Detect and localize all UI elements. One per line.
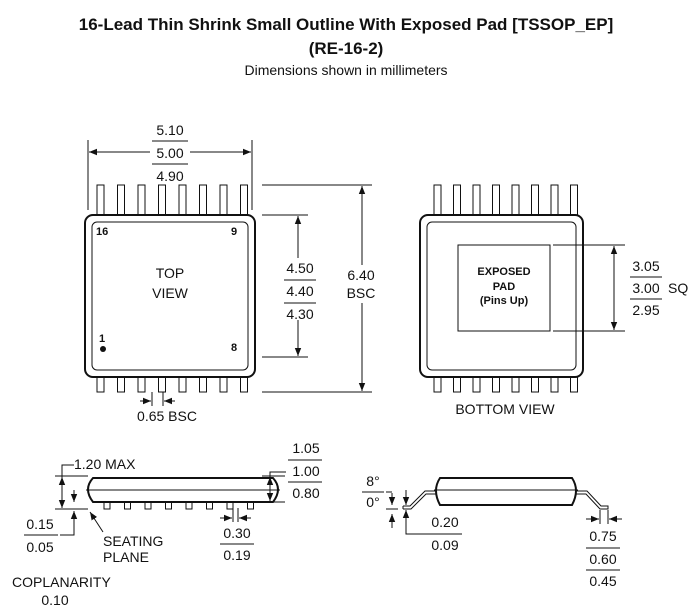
seating-label-2: PLANE [103, 549, 149, 565]
angle-max: 8° [366, 473, 379, 489]
top-body [84, 214, 256, 378]
pitch-label: 0.65 BSC [137, 408, 197, 424]
lead [472, 184, 481, 220]
top-view: 16 9 1 8 TOP VIEW 5.10 5.00 4.90 4.50 4.… [84, 122, 382, 424]
foot-max: 0.75 [589, 528, 616, 544]
foot-nom: 0.60 [589, 551, 616, 567]
top-label: TOP [156, 265, 185, 281]
pin16-label: 16 [96, 226, 108, 238]
pad-nom: 3.00 [632, 280, 659, 296]
pad-label-1: EXPOSED [477, 266, 530, 278]
lead [137, 184, 146, 220]
lead [453, 184, 461, 220]
standoff-min: 0.05 [26, 539, 53, 555]
lead [158, 184, 166, 220]
lead-width-min: 0.19 [223, 547, 250, 563]
lead [117, 184, 125, 220]
lead-thickness-min: 0.09 [431, 537, 458, 553]
pin1-dot [100, 346, 106, 352]
thickness-min: 0.80 [292, 485, 319, 501]
bottom-body [419, 214, 584, 378]
pin1-label: 1 [99, 333, 105, 345]
pin8-label: 8 [231, 342, 237, 354]
end-view: 8° 0° 0.20 0.09 0.75 0.60 0.45 [362, 473, 622, 589]
lead [96, 184, 105, 220]
standoff-max: 0.15 [26, 516, 53, 532]
lead [550, 184, 559, 220]
lead [178, 184, 187, 220]
lead-width-max: 0.30 [223, 525, 250, 541]
lead [433, 184, 442, 220]
thickness-nom: 1.00 [292, 463, 319, 479]
body-height-max: 4.50 [286, 260, 313, 276]
lead [240, 184, 248, 220]
bottom-view: EXPOSED PAD (Pins Up) 3.05 3.00 SQ 2.95 … [419, 184, 688, 417]
width-min: 4.90 [156, 168, 183, 184]
lead [492, 184, 500, 220]
body-height-nom: 4.40 [286, 283, 313, 299]
package-code: (RE-16-2) [309, 39, 384, 58]
subtitle: Dimensions shown in millimeters [244, 62, 447, 78]
total-height: 6.40 [347, 267, 374, 283]
lead [570, 184, 578, 220]
total-height-note: BSC [347, 285, 376, 301]
width-nom: 5.00 [156, 145, 183, 161]
lead [199, 184, 207, 220]
exposed-pad [457, 244, 551, 332]
pin9-label: 9 [231, 226, 237, 238]
pad-label-2: PAD [493, 281, 515, 293]
bottom-view-label: BOTTOM VIEW [455, 401, 555, 417]
lead [219, 184, 228, 220]
coplanarity-value: 0.10 [41, 592, 68, 608]
seating-label-1: SEATING [103, 533, 163, 549]
lead [531, 184, 539, 220]
title: 16-Lead Thin Shrink Small Outline With E… [79, 15, 614, 34]
max-height-label: 1.20 MAX [74, 456, 136, 472]
thickness-max: 1.05 [292, 440, 319, 456]
side-view: 1.20 MAX 0.15 0.05 SEATING PLANE 1.05 1.… [12, 440, 322, 608]
pad-min: 2.95 [632, 302, 659, 318]
width-max: 5.10 [156, 122, 183, 138]
angle-min: 0° [366, 494, 379, 510]
pad-note: SQ [668, 280, 688, 296]
end-body [435, 477, 577, 506]
view-label: VIEW [152, 285, 189, 301]
coplanarity-label: COPLANARITY [12, 574, 111, 590]
lead [511, 184, 520, 220]
pad-max: 3.05 [632, 258, 659, 274]
foot-min: 0.45 [589, 573, 616, 589]
lead-thickness-max: 0.20 [431, 514, 458, 530]
body-height-min: 4.30 [286, 306, 313, 322]
pad-label-3: (Pins Up) [480, 295, 529, 307]
